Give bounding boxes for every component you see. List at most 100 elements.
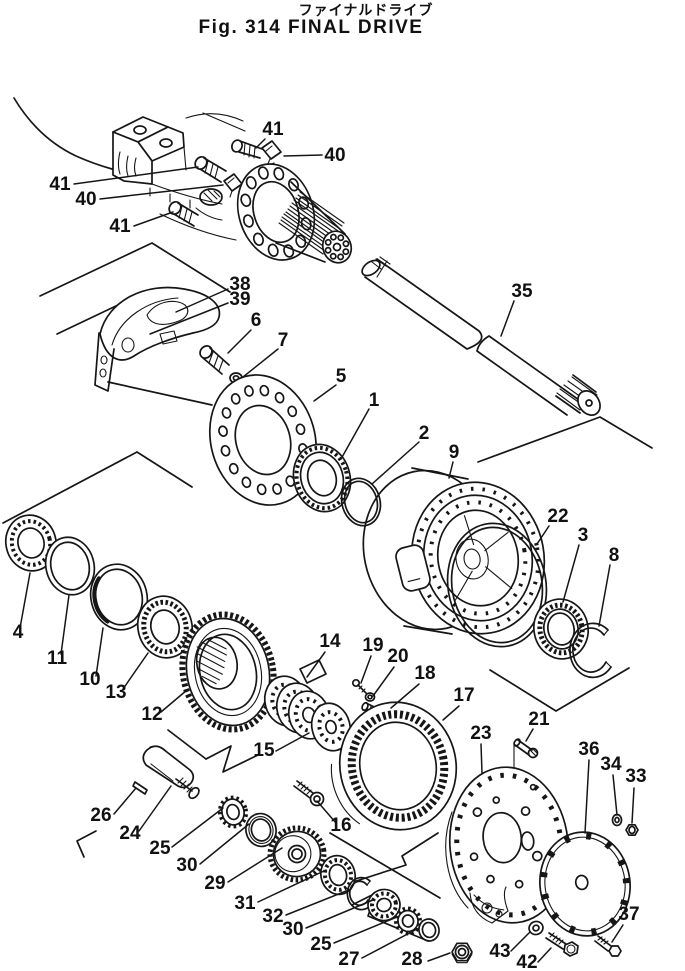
part-label-40: 40 (75, 189, 96, 210)
part-label-30: 30 (282, 919, 303, 940)
bolt-19 (351, 678, 367, 694)
bearing-3 (533, 598, 589, 660)
leader-line-28 (427, 952, 451, 962)
lock-clip-40-top (261, 140, 282, 167)
leader-line-36 (584, 759, 590, 834)
collar-25b (393, 906, 423, 936)
page-title-japanese: ファイナルドライブ (299, 2, 434, 19)
brake-band-assembly (94, 286, 221, 392)
part-label-24: 24 (119, 823, 141, 844)
ring-34 (611, 813, 623, 827)
part-label-37: 37 (618, 904, 639, 925)
leader-line-30 (199, 823, 250, 865)
leader-line-10 (95, 627, 104, 677)
leader-line-3 (562, 544, 580, 603)
part-label-30: 30 (176, 855, 197, 876)
axle-housing (13, 97, 246, 241)
seal-ring-10 (89, 563, 149, 631)
leader-line-23 (480, 743, 483, 774)
bearing-cone-4 (4, 514, 58, 572)
leader-line-11 (60, 594, 70, 655)
part-label-29: 29 (204, 873, 225, 894)
leader-line-35 (500, 300, 515, 337)
leader-line-24 (138, 785, 172, 832)
part-label-6: 6 (251, 310, 262, 331)
bolt-41-top (231, 139, 263, 159)
spacer-key-14 (299, 659, 327, 684)
sun-gear-29 (267, 825, 327, 883)
brake-disc-5 (208, 374, 318, 506)
wheel-hub-9 (362, 467, 546, 635)
part-label-3: 3 (578, 525, 589, 546)
ring-27 (418, 918, 440, 942)
leader-line-39 (149, 302, 229, 335)
bolt-6 (199, 345, 230, 375)
hub-gear-12 (179, 611, 277, 733)
leader-line-41 (73, 166, 199, 185)
leader-line-13 (122, 652, 149, 690)
part-label-43: 43 (489, 941, 510, 962)
part-label-19: 19 (362, 635, 383, 656)
breather-valve-24 (142, 745, 200, 800)
part-label-25: 25 (310, 934, 332, 955)
washer-20 (364, 692, 376, 702)
leader-line-19 (360, 655, 372, 684)
leader-line-29 (227, 847, 283, 883)
leader-line-6 (227, 329, 252, 354)
part-label-12: 12 (141, 704, 162, 725)
bearing-1 (292, 443, 352, 513)
part-label-26: 26 (90, 805, 111, 826)
part-label-23: 23 (470, 723, 491, 744)
leader-line-25 (171, 807, 224, 848)
leader-line-12 (160, 689, 188, 713)
pin-26 (132, 781, 148, 795)
part-label-18: 18 (414, 663, 435, 684)
part-label-41: 41 (109, 216, 131, 237)
part-label-20: 20 (387, 646, 408, 667)
leader-line-33 (631, 787, 635, 824)
part-label-31: 31 (234, 893, 256, 914)
cover-36 (539, 831, 631, 937)
leader-line-9 (448, 461, 454, 479)
part-label-13: 13 (105, 682, 126, 703)
leader-line-18 (390, 683, 420, 709)
plug-33 (625, 823, 639, 837)
leader-line-7 (242, 348, 279, 378)
leader-line-20 (372, 666, 395, 697)
part-label-10: 10 (79, 669, 100, 690)
pinion-end (555, 374, 601, 416)
page-title-english: Fig. 314 FINAL DRIVE (199, 17, 424, 38)
leader-line-26 (113, 787, 137, 815)
leader-line-2 (371, 441, 420, 485)
part-label-39: 39 (229, 289, 250, 310)
part-label-28: 28 (401, 949, 422, 970)
washer-43 (528, 920, 544, 936)
snap-ring-8 (569, 622, 612, 679)
part-label-1: 1 (369, 390, 380, 411)
leader-line-38 (175, 288, 229, 313)
part-label-17: 17 (453, 685, 474, 706)
leader-line-32 (285, 888, 352, 916)
part-label-21: 21 (528, 709, 550, 730)
part-label-32: 32 (262, 906, 283, 927)
leader-line-41 (133, 211, 174, 227)
leader-line-34 (612, 774, 618, 816)
ring-22 (446, 522, 548, 648)
part-label-33: 33 (625, 766, 646, 787)
part-label-8: 8 (609, 545, 620, 566)
leader-line-8 (598, 564, 611, 627)
part-label-9: 9 (449, 442, 460, 463)
part-label-4: 4 (13, 622, 24, 643)
thrust-plate-15 (310, 702, 352, 752)
part-label-2: 2 (419, 423, 430, 444)
part-label-41: 41 (262, 119, 284, 140)
part-label-38: 38 (229, 274, 250, 295)
leader-line-4 (19, 572, 31, 629)
part-label-41: 41 (49, 174, 71, 195)
bearing-cone-30b (367, 888, 401, 922)
seal-30a (245, 812, 277, 848)
part-label-27: 27 (338, 949, 359, 970)
part-label-25: 25 (149, 838, 171, 859)
